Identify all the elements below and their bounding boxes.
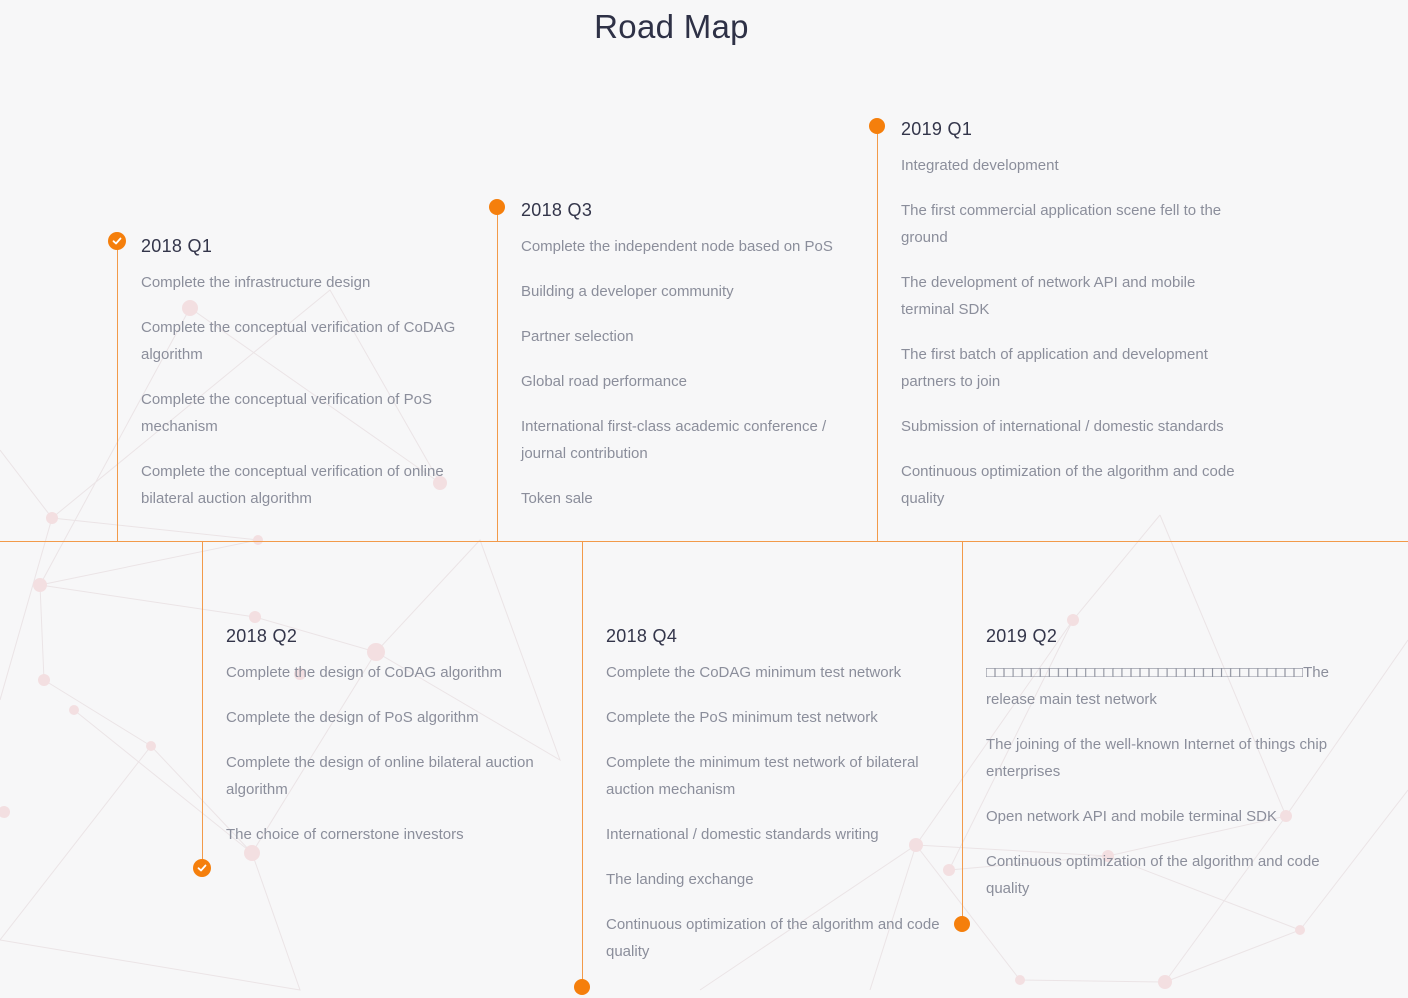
list-item: Complete the infrastructure design <box>141 274 371 291</box>
connector-2018-q1 <box>117 241 118 541</box>
list-item: The first commercial application scene f… <box>901 202 1222 246</box>
list-item: Complete the design of CoDAG algorithm <box>226 664 502 681</box>
milestone-dot-icon <box>869 118 885 134</box>
quarter-heading: 2019 Q2 <box>986 626 1058 646</box>
milestone-2018-q2: 2018 Q2 Complete the design of CoDAG alg… <box>226 624 561 866</box>
milestone-list: Complete the CoDAG minimum test network … <box>606 659 951 965</box>
list-item: Partner selection <box>521 328 634 345</box>
list-item: Complete the CoDAG minimum test network <box>606 664 902 681</box>
milestone-dot-icon <box>489 199 505 215</box>
list-item: Complete the minimum test network of bil… <box>606 754 919 798</box>
quarter-heading: 2018 Q3 <box>521 200 593 220</box>
list-item: International / domestic standards writi… <box>606 826 879 843</box>
milestone-2018-q1: 2018 Q1 Complete the infrastructure desi… <box>141 234 481 530</box>
list-item: Submission of international / domestic s… <box>901 418 1224 435</box>
list-item: International first-class academic confe… <box>521 418 827 462</box>
connector-2019-q1 <box>877 126 878 541</box>
milestone-list: □□□□□□□□□□□□□□□□□□□□□□□□□□□□□□□□□□□The r… <box>986 659 1331 902</box>
list-item: Continuous optimization of the algorithm… <box>901 463 1235 507</box>
list-item: Building a developer community <box>521 283 734 300</box>
milestone-list: Complete the infrastructure design Compl… <box>141 269 481 512</box>
milestone-list: Complete the independent node based on P… <box>521 233 856 512</box>
list-item: The choice of cornerstone investors <box>226 826 464 843</box>
milestone-list: Complete the design of CoDAG algorithm C… <box>226 659 561 848</box>
list-item: □□□□□□□□□□□□□□□□□□□□□□□□□□□□□□□□□□□The r… <box>986 664 1329 708</box>
page-title: Road Map <box>594 8 749 45</box>
list-item: Complete the design of online bilateral … <box>226 754 534 798</box>
connector-2018-q4 <box>582 541 583 987</box>
quarter-heading: 2018 Q2 <box>226 626 298 646</box>
completed-check-icon <box>193 859 211 877</box>
milestone-2018-q4: 2018 Q4 Complete the CoDAG minimum test … <box>606 624 951 983</box>
list-item: Complete the conceptual verification of … <box>141 463 444 507</box>
quarter-heading: 2019 Q1 <box>901 119 973 139</box>
list-item: Complete the conceptual verification of … <box>141 391 432 435</box>
connector-2018-q2 <box>202 541 203 868</box>
list-item: Complete the design of PoS algorithm <box>226 709 479 726</box>
timeline-axis <box>0 541 1408 542</box>
list-item: The first batch of application and devel… <box>901 346 1208 390</box>
connector-2019-q2 <box>962 541 963 924</box>
quarter-heading: 2018 Q1 <box>141 236 213 256</box>
completed-check-icon <box>108 232 126 250</box>
list-item: Complete the independent node based on P… <box>521 238 833 255</box>
milestone-list: Integrated development The first commerc… <box>901 152 1236 512</box>
list-item: Complete the PoS minimum test network <box>606 709 878 726</box>
list-item: The development of network API and mobil… <box>901 274 1196 318</box>
quarter-heading: 2018 Q4 <box>606 626 678 646</box>
milestone-2018-q3: 2018 Q3 Complete the independent node ba… <box>521 198 856 530</box>
list-item: Global road performance <box>521 373 687 390</box>
list-item: Continuous optimization of the algorithm… <box>986 853 1320 897</box>
milestone-2019-q1: 2019 Q1 Integrated development The first… <box>901 117 1236 530</box>
milestone-dot-icon <box>574 979 590 995</box>
list-item: The landing exchange <box>606 871 754 888</box>
list-item: Token sale <box>521 490 593 507</box>
connector-2018-q3 <box>497 207 498 541</box>
list-item: Open network API and mobile terminal SDK <box>986 808 1277 825</box>
list-item: The joining of the well-known Internet o… <box>986 736 1328 780</box>
milestone-2019-q2: 2019 Q2 □□□□□□□□□□□□□□□□□□□□□□□□□□□□□□□□… <box>986 624 1331 920</box>
milestone-dot-icon <box>954 916 970 932</box>
list-item: Continuous optimization of the algorithm… <box>606 916 940 960</box>
list-item: Integrated development <box>901 157 1059 174</box>
list-item: Complete the conceptual verification of … <box>141 319 456 363</box>
